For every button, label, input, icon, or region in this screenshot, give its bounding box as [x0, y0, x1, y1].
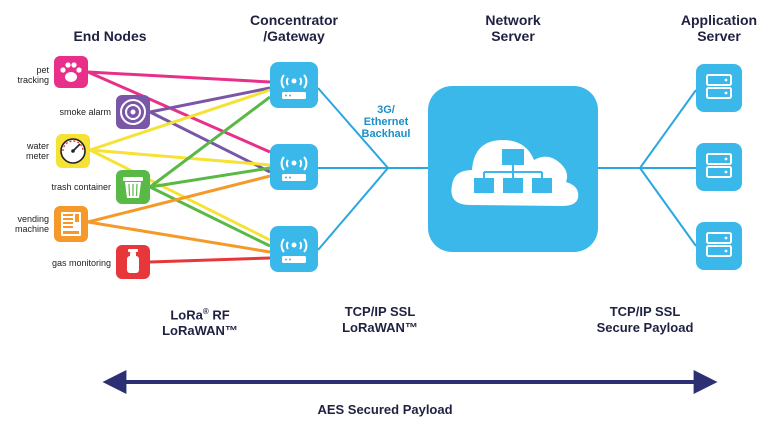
header-network-server: Network Server: [458, 12, 568, 44]
link-water-to-gateway-1: [89, 88, 271, 152]
vending-machine-icon: [54, 206, 88, 242]
paw-icon: [54, 56, 88, 88]
network-server-box: [428, 86, 598, 252]
trash-bin-icon: [116, 170, 150, 204]
header-gateway-line1: Concentrator: [250, 12, 338, 28]
link-pet-to-gateway-3: [87, 70, 271, 154]
wifi-icon: [280, 74, 308, 89]
header-gateway-line2: /Gateway: [263, 28, 325, 44]
gateway-1: [270, 62, 318, 108]
gas-tank-icon: [116, 245, 150, 279]
label-lora-rf: LoRa® RF LoRaWAN™: [162, 307, 238, 339]
gateway-3: [270, 226, 318, 272]
link-smoke-to-gateway-1: [149, 86, 271, 114]
header-application-server: Application Server: [664, 12, 770, 44]
label-tcp-secure-payload: TCP/IP SSL Secure Payload: [596, 304, 694, 335]
link-vending-to-gateway-3: [87, 220, 271, 254]
link-water-to-gateway-2: [89, 148, 271, 167]
backhaul-label: 3G/ Ethernet Backhaul: [361, 104, 411, 140]
end-node-links: [87, 70, 271, 264]
link-vending-to-gateway-2: [87, 174, 271, 224]
link-pet-to-gateway-1: [87, 70, 271, 84]
header-gateway: Concentrator /Gateway: [234, 12, 354, 44]
link-trash-to-gateway-3: [149, 185, 271, 248]
label-trash-container: trash container: [51, 182, 111, 192]
label-smoke-alarm: smoke alarm: [59, 107, 111, 117]
label-gas-monitoring: gas monitoring: [51, 258, 111, 268]
link-gas-to-gateway-3: [149, 256, 271, 264]
header-app-line1: Application: [680, 12, 758, 28]
header-end-nodes: End Nodes: [73, 28, 147, 44]
backhaul-links: [317, 87, 428, 251]
header-network-line2: Server: [491, 28, 535, 44]
link-trash-to-gateway-2: [149, 166, 271, 189]
header-network-line1: Network: [485, 12, 541, 28]
label-aes-secured-payload: AES Secured Payload: [317, 402, 453, 417]
app-server-3: [696, 222, 742, 270]
link-trash-to-gateway-1: [149, 95, 271, 189]
app-server-2: [696, 143, 742, 191]
app-server-1: [696, 64, 742, 112]
gateway-2: [270, 144, 318, 190]
app-server-links: [598, 89, 697, 247]
network-topology-icon: [474, 149, 552, 193]
smoke-detector-icon: [116, 95, 150, 129]
gauge-icon: [56, 134, 90, 168]
label-tcp-lorawan: TCP/IP SSL LoRaWAN™: [342, 304, 418, 335]
link-water-to-gateway-3: [89, 148, 271, 242]
header-app-line2: Server: [697, 28, 741, 44]
